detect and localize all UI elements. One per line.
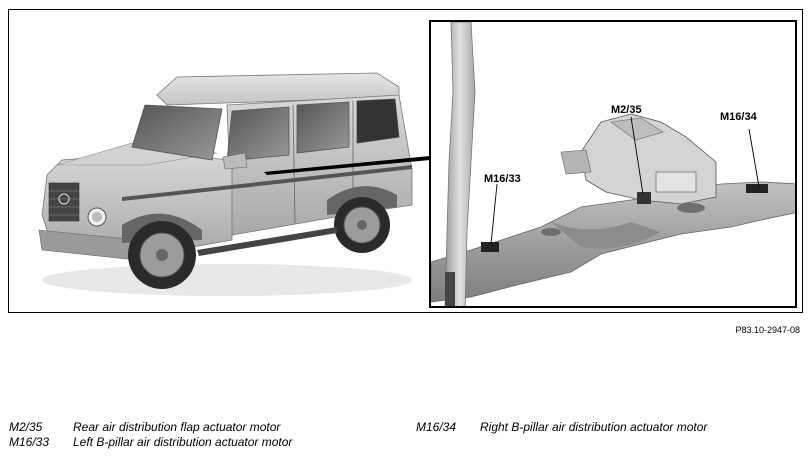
inset-detail-view: M2/35 M16/33 M16/34	[429, 20, 797, 308]
hvac-components-icon	[431, 22, 795, 306]
callout-pointer-icon	[264, 156, 430, 175]
legend-description: Right B-pillar air distribution actuator…	[480, 420, 708, 434]
figure-frame: M2/35 M16/33 M16/34	[8, 9, 803, 313]
figure-id: P83.10-2947-08	[735, 325, 800, 335]
callout-m16-34: M16/34	[720, 111, 757, 123]
callout-m16-33: M16/33	[484, 173, 521, 185]
legend-description: Rear air distribution flap actuator moto…	[73, 420, 281, 434]
legend-code: M16/33	[9, 435, 50, 449]
vehicle-illustration-icon	[38, 72, 413, 296]
callout-m2-35: M2/35	[611, 104, 642, 116]
legend-code: M16/34	[416, 420, 457, 434]
legend-description: Left B-pillar air distribution actuator …	[73, 435, 293, 449]
legend-code: M2/35	[9, 420, 43, 434]
